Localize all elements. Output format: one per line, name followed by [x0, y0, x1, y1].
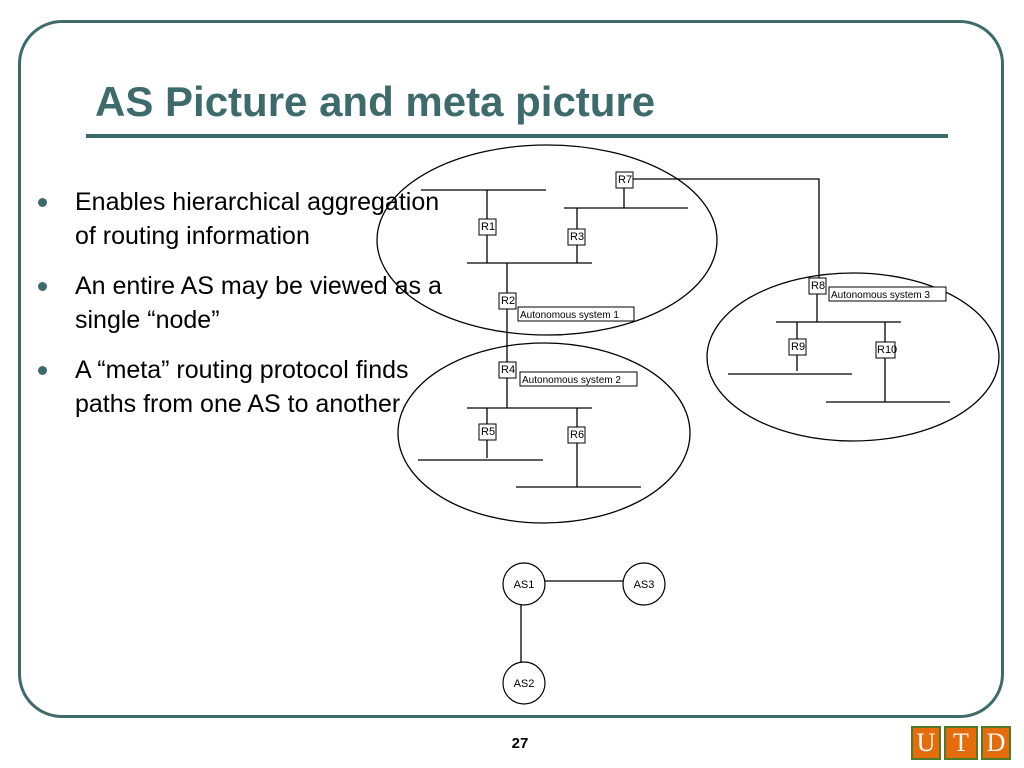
as-label-text: Autonomous system 2 — [522, 375, 621, 386]
router-r2: R2 — [498, 292, 517, 310]
bullet-list: Enables hierarchical aggregation of rout… — [38, 185, 448, 437]
router-r8: R8 — [808, 277, 827, 295]
as2-boundary — [397, 342, 691, 524]
router-r1: R1 — [478, 218, 497, 236]
meta-node-label: AS3 — [634, 579, 655, 591]
router-label: R10 — [877, 344, 897, 356]
page-number: 27 — [511, 735, 529, 752]
as3-boundary — [706, 272, 1000, 442]
bullet-item: An entire AS may be viewed as a single “… — [38, 269, 448, 337]
bullet-dot-icon — [38, 366, 47, 375]
as-label-text: Autonomous system 1 — [520, 310, 619, 321]
logo-letter: T — [944, 726, 978, 760]
router-label: R4 — [501, 364, 515, 376]
router-r6: R6 — [567, 426, 586, 444]
bullet-dot-icon — [38, 282, 47, 291]
router-r10: R10 — [875, 341, 897, 359]
router-r4: R4 — [498, 361, 517, 379]
router-r3: R3 — [567, 228, 586, 246]
as3-label: Autonomous system 3 — [828, 286, 947, 302]
meta-node-as1: AS1 — [502, 562, 546, 606]
as-label-text: Autonomous system 3 — [831, 290, 930, 301]
meta-node-as3: AS3 — [622, 562, 666, 606]
router-label: R6 — [570, 429, 584, 441]
router-r9: R9 — [788, 338, 807, 356]
utd-logo: U T D — [911, 726, 1011, 760]
router-label: R7 — [618, 174, 632, 186]
as2-label: Autonomous system 2 — [519, 371, 638, 387]
router-label: R3 — [570, 231, 584, 243]
meta-node-label: AS2 — [514, 678, 535, 690]
router-label: R5 — [481, 426, 495, 438]
inter-as-link — [632, 178, 820, 279]
bullet-dot-icon — [38, 198, 47, 207]
slide-frame — [18, 20, 1004, 718]
router-label: R1 — [481, 221, 495, 233]
router-r5: R5 — [478, 423, 497, 441]
router-label: R9 — [791, 341, 805, 353]
bullet-item: Enables hierarchical aggregation of rout… — [38, 185, 448, 253]
logo-letter: D — [981, 726, 1011, 760]
bullet-text: Enables hierarchical aggregation of rout… — [75, 188, 440, 250]
title-underline — [86, 134, 948, 138]
bullet-item: A “meta” routing protocol finds paths fr… — [38, 353, 448, 421]
slide-title: AS Picture and meta picture — [95, 78, 656, 125]
router-label: R8 — [811, 280, 825, 292]
router-r7: R7 — [615, 171, 634, 189]
meta-node-label: AS1 — [514, 579, 535, 591]
logo-letter: U — [911, 726, 941, 760]
bullet-text: A “meta” routing protocol finds paths fr… — [75, 356, 409, 418]
as1-label: Autonomous system 1 — [517, 306, 635, 322]
bullet-text: An entire AS may be viewed as a single “… — [75, 272, 442, 334]
meta-node-as2: AS2 — [502, 661, 546, 705]
as1-boundary — [376, 144, 718, 336]
router-label: R2 — [501, 295, 515, 307]
